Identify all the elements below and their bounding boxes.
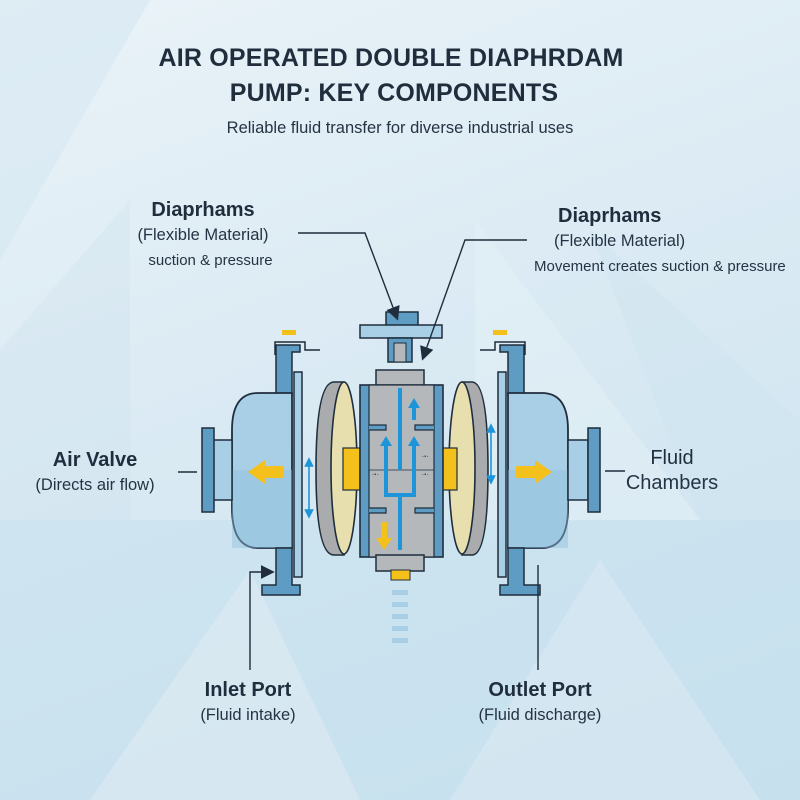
callout-fluid-chambers-line1: Chambers — [625, 472, 719, 494]
callout-inlet-port-line1: (Fluid intake) — [200, 706, 296, 724]
flow-down-arrow-icon — [376, 522, 392, 550]
callout-diaphragms-left-line1: (Flexible Material) — [137, 226, 269, 244]
callout-air-valve-line1: (Directs air flow) — [35, 476, 155, 494]
callout-outlet-port: Outlet Port (Fluid discharge) — [450, 678, 630, 728]
right-fluid-chamber — [480, 330, 601, 596]
left-fluid-chamber — [201, 330, 320, 596]
svg-text:-•-: -•- — [422, 454, 429, 460]
callout-diaphragms-right-line1: (Flexible Material) — [554, 232, 686, 250]
callout-inlet-port-title: Inlet Port — [204, 679, 292, 701]
callout-inlet-port: Inlet Port (Fluid intake) — [168, 678, 328, 728]
svg-text:-•-: -•- — [422, 472, 429, 478]
callout-fluid-chambers-title: Fluid — [650, 447, 694, 469]
page-subtitle: Reliable fluid transfer for diverse indu… — [226, 119, 574, 137]
callout-diaphragms-right-title: Diaprhams — [558, 205, 662, 227]
right-top-indicator — [493, 330, 507, 335]
callout-diaphragms-right: Diaprhams (Flexible Material) Movement c… — [534, 204, 786, 279]
page-title-line-1: AIR OPERATED DOUBLE DIAPHRDAM — [158, 44, 624, 72]
callout-diaphragms-left-title: Diaprhams — [151, 199, 255, 221]
flow-up-arrow-icon — [408, 398, 420, 420]
page-title-line-2: PUMP: KEY COMPONENTS — [229, 79, 559, 107]
callout-fluid-chambers: Fluid Chambers — [612, 446, 732, 496]
leader-lines — [178, 232, 625, 670]
right-diaphragm — [439, 381, 489, 556]
callout-diaphragms-left-line2: suction & pressure — [148, 252, 273, 269]
callout-air-valve: Air Valve (Directs air flow) — [14, 448, 176, 498]
svg-text:-•-: -•- — [372, 472, 379, 478]
flow-right-arrow-icon — [516, 460, 552, 484]
callout-air-valve-title: Air Valve — [52, 449, 138, 471]
left-top-indicator — [282, 330, 296, 335]
callout-diaphragms-left: Diaprhams (Flexible Material) suction & … — [118, 198, 288, 273]
callout-diaphragms-right-line2: Movement creates suction & pressure — [534, 258, 786, 275]
exhaust-dashes — [392, 590, 408, 643]
center-pump-body: -•- -•- -•- — [359, 311, 444, 643]
callout-outlet-port-title: Outlet Port — [488, 679, 592, 701]
flow-left-arrow-icon — [248, 460, 284, 484]
left-diaphragm — [315, 381, 361, 556]
callout-outlet-port-line1: (Fluid discharge) — [478, 706, 602, 724]
